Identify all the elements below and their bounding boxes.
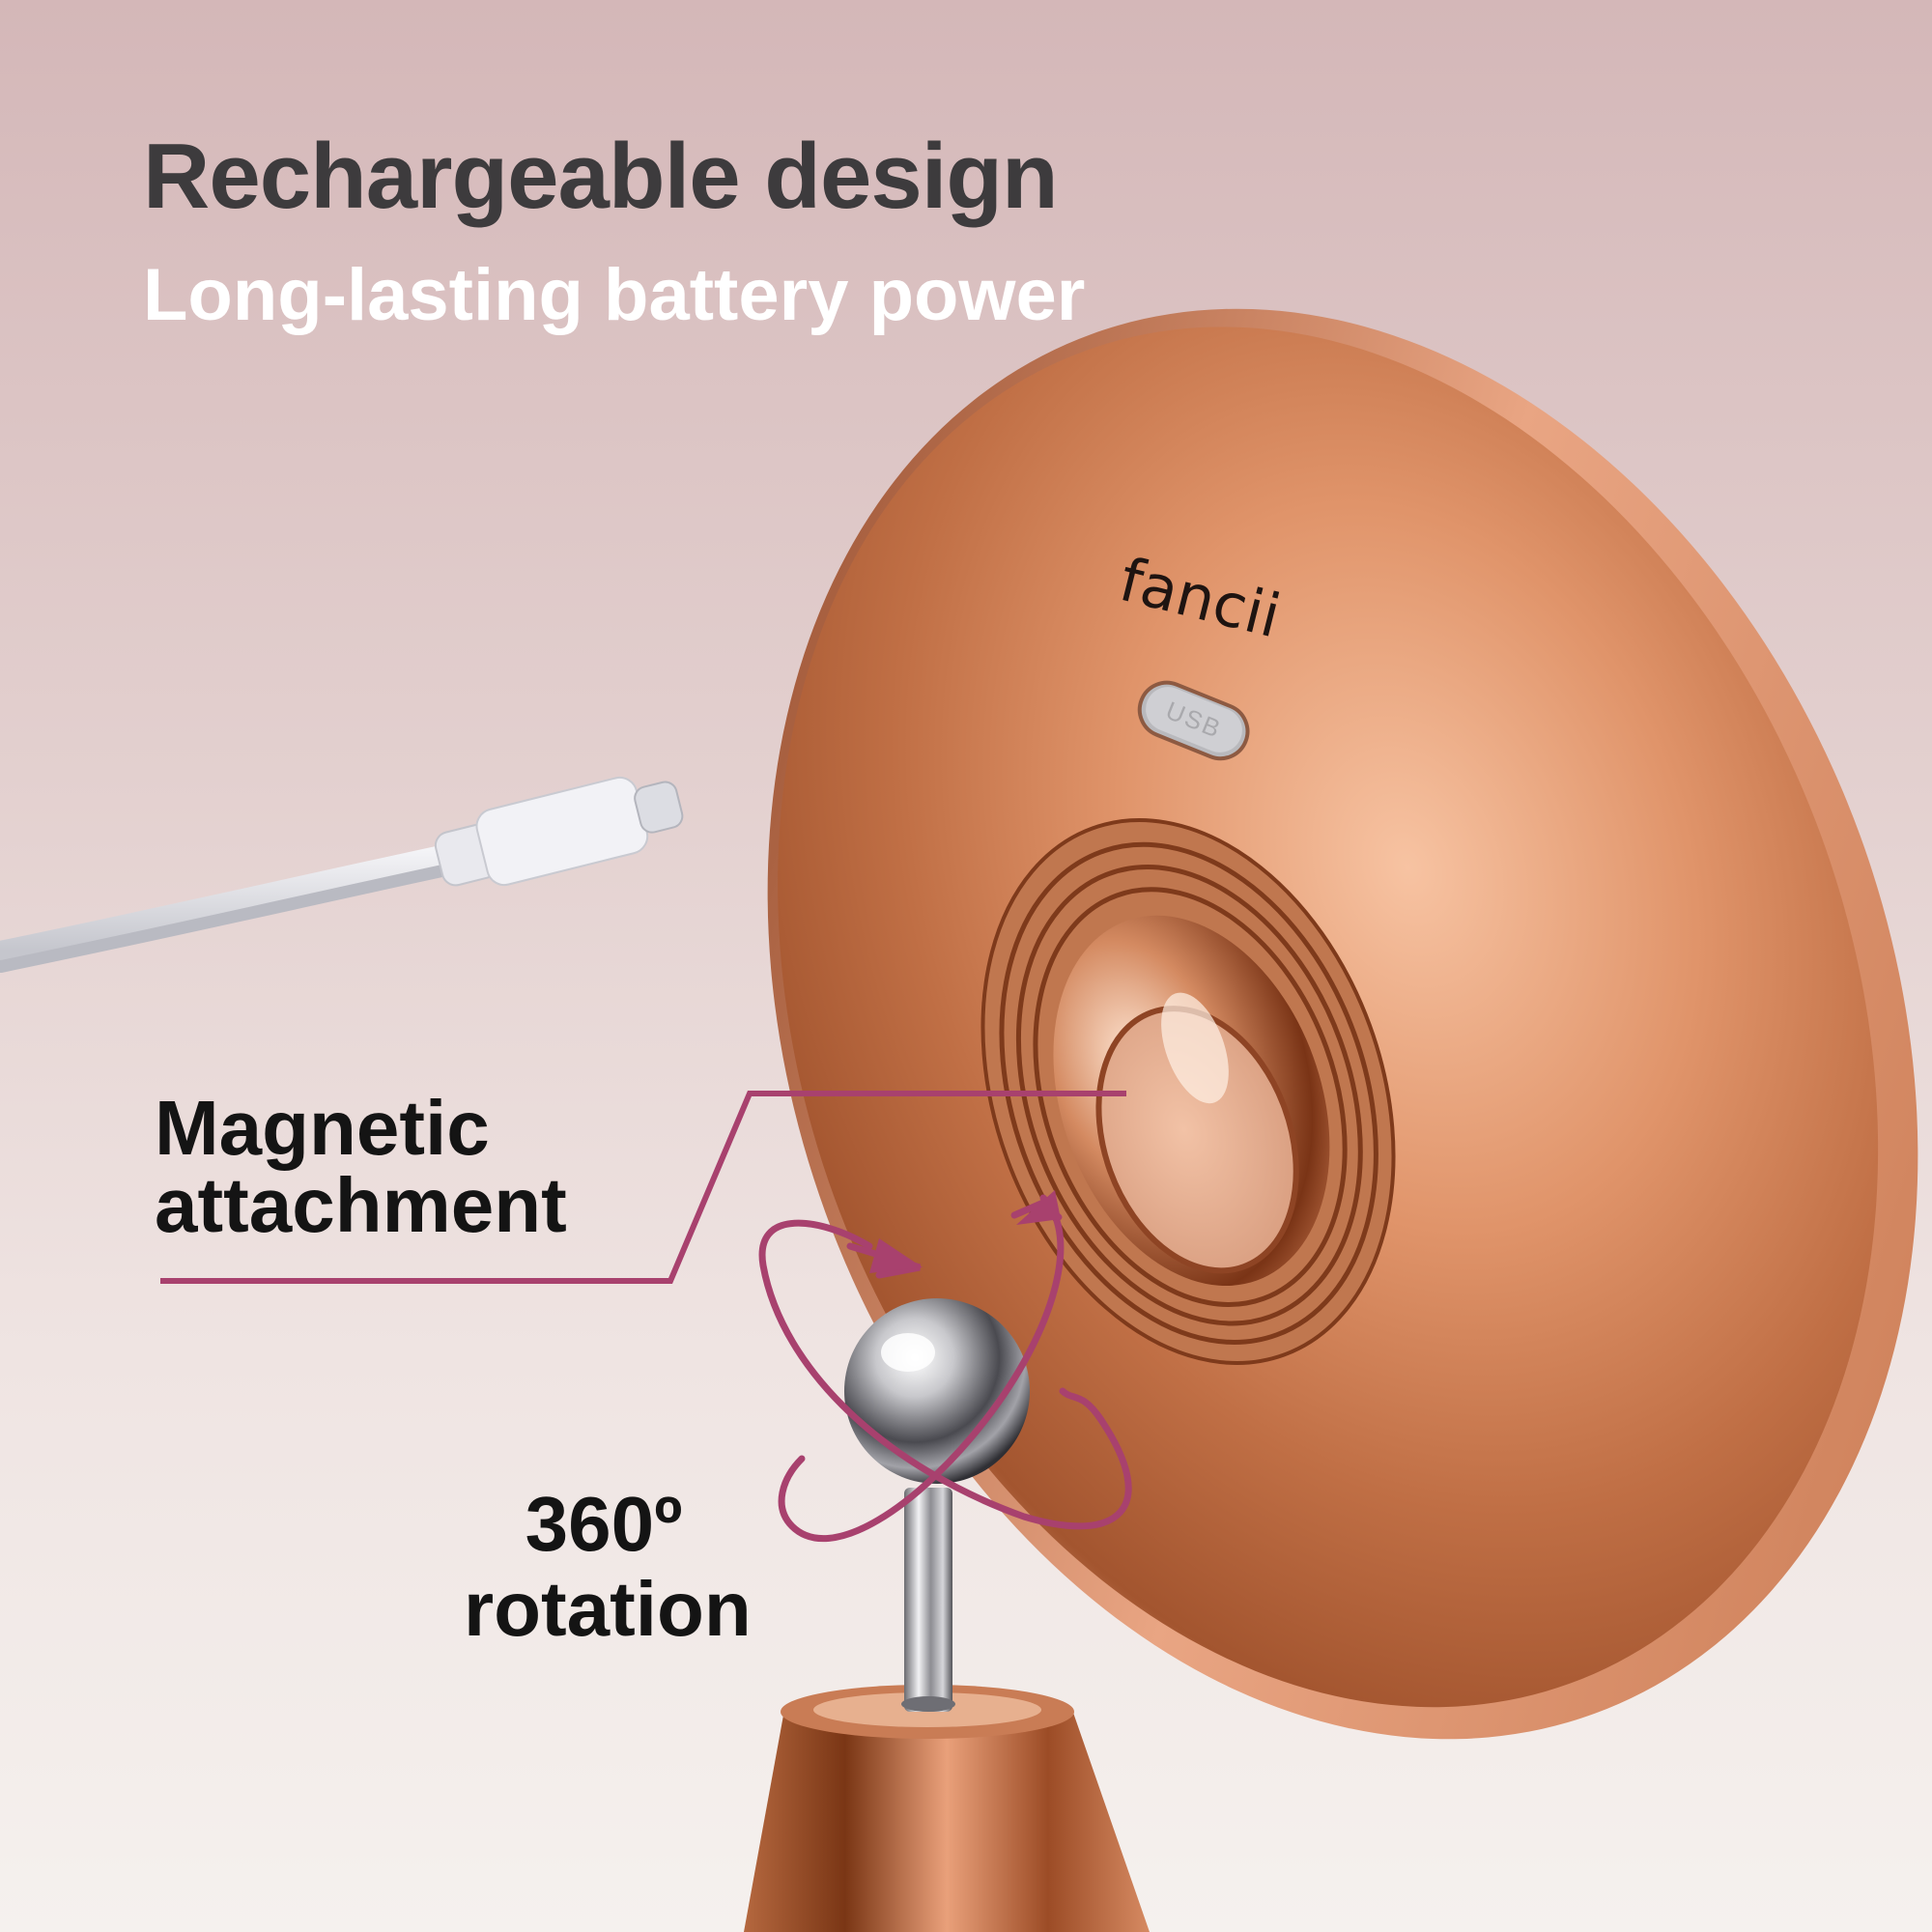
usb-port: USB — [1137, 680, 1250, 761]
mirror-base — [744, 1685, 1150, 1932]
rotation-arrowhead-right — [1016, 1190, 1061, 1225]
chrome-stem — [901, 1488, 955, 1712]
ball-joint — [844, 1298, 1030, 1484]
headline: Rechargeable design — [143, 125, 1059, 228]
magnetic-callout-line-1: Magnetic — [155, 1085, 490, 1171]
magnetic-callout-line-2: attachment — [155, 1162, 567, 1248]
subheadline: Long-lasting battery power — [143, 254, 1086, 336]
rotation-callout-line-1: 360º — [525, 1481, 683, 1567]
rotation-arrowhead-left — [869, 1238, 923, 1273]
rotation-callout: 360º rotation — [464, 1481, 752, 1656]
magnetic-callout-line — [160, 1091, 1126, 1284]
magnetic-hub — [980, 818, 1396, 1365]
magnetic-attachment-callout: Magnetic attachment — [155, 1090, 567, 1244]
usb-c-connector — [434, 776, 684, 887]
usb-cable — [0, 776, 684, 973]
rotation-callout-line-2: rotation — [464, 1566, 752, 1652]
